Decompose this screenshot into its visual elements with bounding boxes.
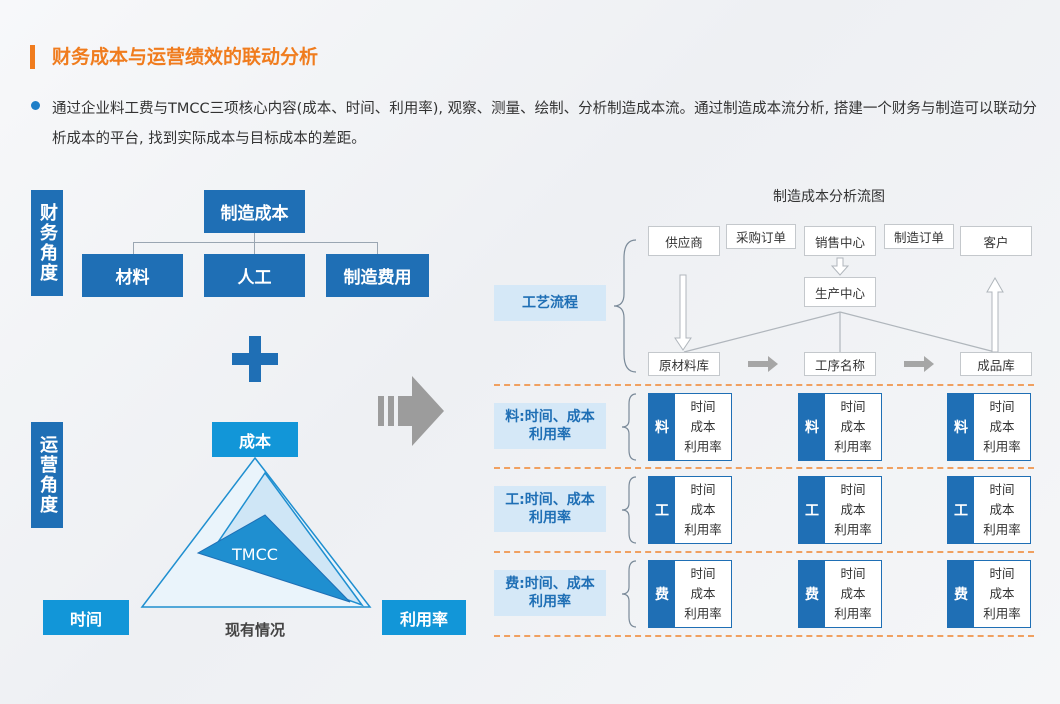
cell-item: 利用率 (983, 522, 1021, 537)
tmcc-label: TMCC (232, 545, 278, 564)
page-title: 财务成本与运营绩效的联动分析 (52, 46, 319, 68)
labor-box: 人工 (204, 254, 305, 297)
cell-tag: 料 (948, 394, 974, 460)
cost-box: 成本 (212, 422, 298, 457)
cell-item: 成本 (840, 419, 866, 434)
dashed-divider (494, 384, 1034, 386)
material-metric-cell: 料 时间成本利用率 (798, 393, 882, 461)
row-label-line: 利用率 (529, 594, 571, 610)
cell-item: 时间 (690, 482, 716, 497)
cell-item: 时间 (989, 482, 1015, 497)
cell-tag: 工 (649, 477, 675, 543)
tree-connector (133, 242, 377, 243)
cell-item: 利用率 (684, 439, 722, 454)
cell-item: 时间 (840, 566, 866, 581)
cell-tag: 费 (948, 561, 974, 627)
process-flow-label-text: 工艺流程 (522, 295, 578, 311)
flow-diagram-title: 制造成本分析流图 (773, 189, 885, 205)
row-label-line: 利用率 (529, 427, 571, 443)
operation-perspective-label: 运营角度 (31, 422, 63, 528)
cell-item: 成本 (840, 502, 866, 517)
cell-item: 利用率 (834, 439, 872, 454)
material-box: 材料 (82, 254, 183, 297)
material-metric-cell: 料 时间成本利用率 (648, 393, 732, 461)
cell-item: 时间 (840, 399, 866, 414)
cell-tag: 工 (948, 477, 974, 543)
plus-icon (232, 336, 278, 382)
utilization-box: 利用率 (382, 600, 466, 635)
tree-connector (377, 242, 378, 254)
row-label-line: 工:时间、成本 (505, 492, 595, 508)
row-brace (621, 560, 637, 628)
cell-item: 利用率 (834, 522, 872, 537)
overhead-metric-cell: 费 时间成本利用率 (648, 560, 732, 628)
cell-item: 利用率 (684, 522, 722, 537)
finished-warehouse-node: 成品库 (960, 352, 1032, 376)
cell-item: 成本 (989, 502, 1015, 517)
overhead-metric-cell: 费 时间成本利用率 (947, 560, 1031, 628)
overhead-box: 制造费用 (326, 254, 429, 297)
cell-item: 成本 (840, 586, 866, 601)
cell-item: 利用率 (983, 439, 1021, 454)
dashed-divider (494, 551, 1034, 553)
cell-item: 时间 (690, 566, 716, 581)
cell-item: 成本 (690, 502, 716, 517)
cell-item: 时间 (690, 399, 716, 414)
cell-tag: 工 (799, 477, 825, 543)
material-row-label: 料:时间、成本 利用率 (494, 403, 606, 449)
tree-connector (254, 233, 255, 243)
time-box: 时间 (43, 600, 129, 635)
cell-tag: 料 (649, 394, 675, 460)
customer-node: 客户 (960, 226, 1032, 256)
overhead-row-label: 费:时间、成本 利用率 (494, 570, 606, 616)
cell-item: 成本 (690, 419, 716, 434)
tree-connector (133, 242, 134, 254)
row-brace (621, 393, 637, 461)
cell-item: 时间 (989, 566, 1015, 581)
finance-perspective-label: 财务角度 (31, 190, 63, 296)
process-flow-label: 工艺流程 (494, 285, 606, 321)
description-text: 通过企业料工费与TMCC三项核心内容(成本、时间、利用率), 观察、测量、绘制、… (52, 101, 1037, 147)
cell-item: 成本 (989, 586, 1015, 601)
cell-item: 时间 (840, 482, 866, 497)
row-label-line: 利用率 (529, 510, 571, 526)
flow-connectors (674, 257, 1004, 372)
raw-warehouse-node: 原材料库 (648, 352, 720, 376)
labor-row-label: 工:时间、成本 利用率 (494, 486, 606, 532)
cell-item: 时间 (989, 399, 1015, 414)
sales-center-node: 销售中心 (804, 226, 876, 256)
supplier-node: 供应商 (648, 226, 720, 256)
cell-tag: 料 (799, 394, 825, 460)
manufacturing-order-node: 制造订单 (884, 224, 954, 249)
manufacturing-cost-box: 制造成本 (204, 190, 305, 233)
cell-item: 利用率 (834, 606, 872, 621)
bullet-icon (31, 101, 40, 110)
current-status-caption: 现有情况 (224, 621, 285, 639)
production-center-node: 生产中心 (804, 277, 876, 307)
row-brace (621, 476, 637, 544)
cell-item: 成本 (989, 419, 1015, 434)
dashed-divider (494, 635, 1034, 637)
purchase-order-node: 采购订单 (726, 224, 796, 249)
tree-connector (254, 242, 255, 254)
material-metric-cell: 料 时间成本利用率 (947, 393, 1031, 461)
labor-metric-cell: 工 时间成本利用率 (947, 476, 1031, 544)
cell-item: 利用率 (983, 606, 1021, 621)
tmcc-triangle-diagram (140, 456, 372, 608)
cell-tag: 费 (799, 561, 825, 627)
row-label-line: 费:时间、成本 (505, 576, 595, 592)
big-right-arrow-icon (378, 376, 444, 446)
title-accent-bar (30, 45, 35, 69)
overhead-metric-cell: 费 时间成本利用率 (798, 560, 882, 628)
process-name-node: 工序名称 (804, 352, 876, 376)
process-brace (613, 239, 637, 373)
cell-item: 成本 (690, 586, 716, 601)
dashed-divider (494, 467, 1034, 469)
cell-item: 利用率 (684, 606, 722, 621)
labor-metric-cell: 工 时间成本利用率 (798, 476, 882, 544)
labor-metric-cell: 工 时间成本利用率 (648, 476, 732, 544)
cell-tag: 费 (649, 561, 675, 627)
row-label-line: 料:时间、成本 (505, 409, 595, 425)
